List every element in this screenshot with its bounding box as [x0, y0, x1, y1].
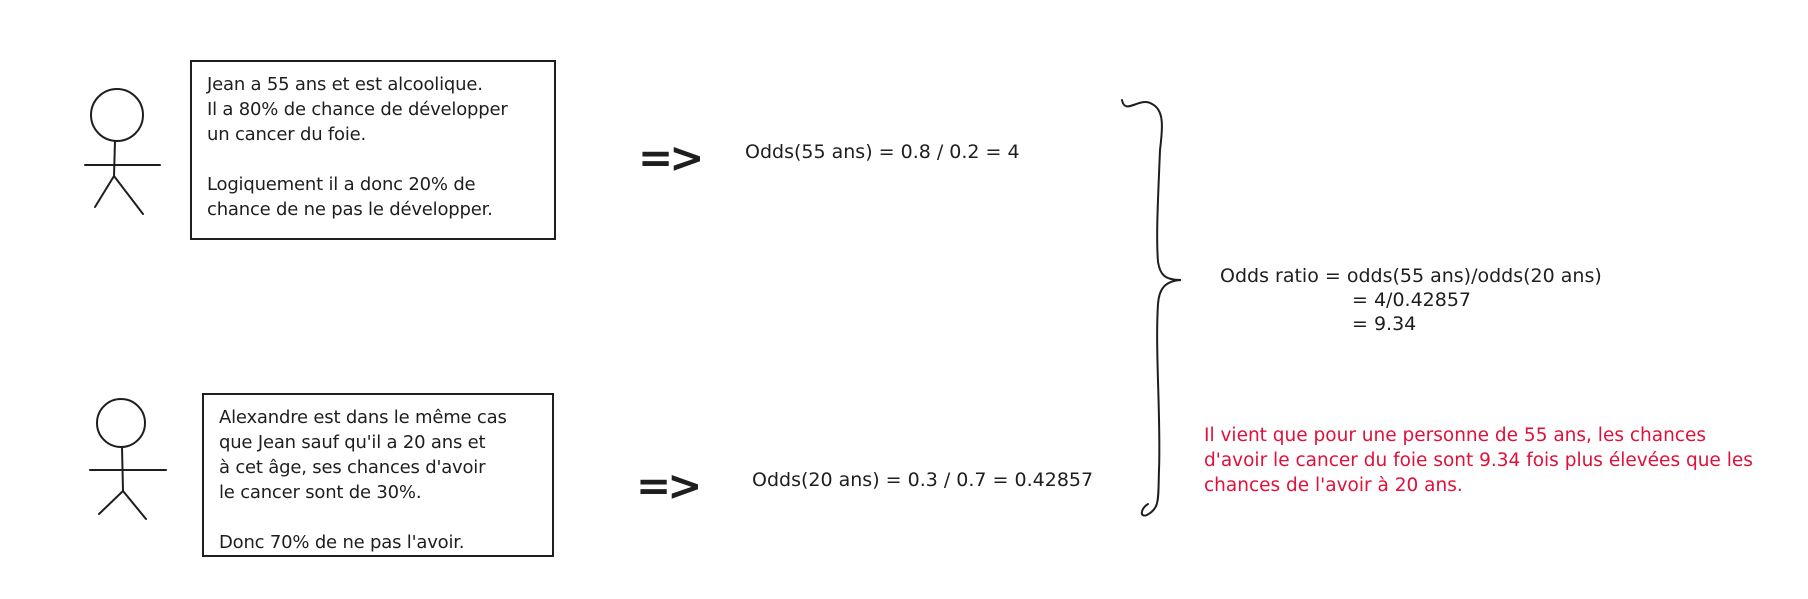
- jean-text-line-1: Jean a 55 ans et est alcoolique.: [207, 74, 483, 95]
- grouping-brace: [1121, 99, 1182, 517]
- jean-text-line-4: Logiquement il a donc 20% de: [207, 174, 476, 195]
- jean-text-line-5: chance de ne pas le développer.: [207, 199, 493, 220]
- stick-figure-alexandre-icon: [89, 398, 167, 520]
- alexandre-description-box: Alexandre est dans le même cas que Jean …: [202, 393, 554, 557]
- odds-ratio-line-1: Odds ratio = odds(55 ans)/odds(20 ans): [1220, 265, 1602, 287]
- jean-text-spacer: [207, 147, 548, 172]
- alexandre-text-line-1: Alexandre est dans le même cas: [219, 407, 507, 428]
- odds-alexandre-equation: Odds(20 ans) = 0.3 / 0.7 = 0.42857: [752, 469, 1094, 491]
- jean-description-box: Jean a 55 ans et est alcoolique. Il a 80…: [190, 60, 556, 240]
- alexandre-text-line-3: à cet âge, ses chances d'avoir: [219, 457, 486, 478]
- odds-ratio-line-3: = 9.34: [1352, 313, 1417, 335]
- alexandre-text-line-2: que Jean sauf qu'il a 20 ans et: [219, 432, 486, 453]
- alexandre-text-line-4: le cancer sont de 30%.: [219, 482, 422, 503]
- jean-text-line-3: un cancer du foie.: [207, 124, 367, 145]
- arrow-jean-icon: =>: [638, 133, 704, 182]
- odds-jean-equation: Odds(55 ans) = 0.8 / 0.2 = 4: [745, 141, 1020, 163]
- alexandre-text-spacer: [219, 505, 546, 530]
- conclusion-text: Il vient que pour une personne de 55 ans…: [1204, 425, 1753, 496]
- odds-ratio-line-2: = 4/0.42857: [1352, 289, 1472, 311]
- alexandre-text-line-5: Donc 70% de ne pas l'avoir.: [219, 532, 465, 553]
- stick-figure-jean-icon: [84, 88, 161, 215]
- arrow-alexandre-icon: =>: [636, 461, 702, 510]
- jean-text-line-2: Il a 80% de chance de développer: [207, 99, 508, 120]
